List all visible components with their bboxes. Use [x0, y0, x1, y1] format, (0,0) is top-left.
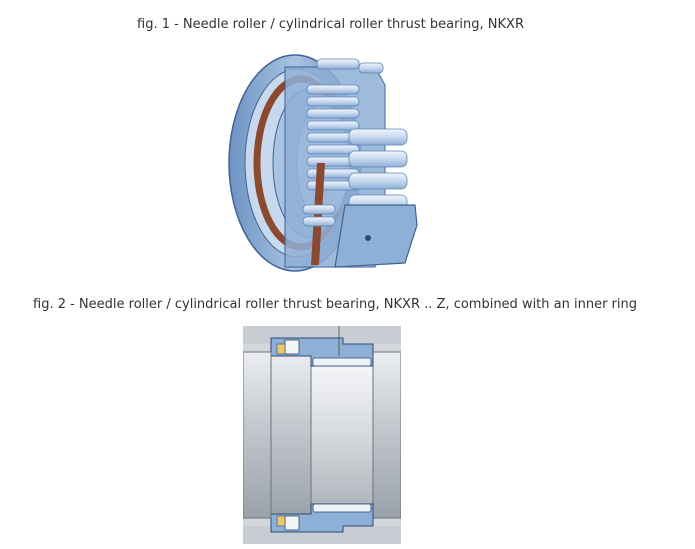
figure-1-caption: fig. 1 - Needle roller / cylindrical rol… [137, 17, 524, 32]
bearing-3d-cutaway-image [228, 54, 418, 272]
bearing-cross-section-image [243, 326, 401, 544]
figure-2-caption: fig. 2 - Needle roller / cylindrical rol… [33, 297, 638, 312]
